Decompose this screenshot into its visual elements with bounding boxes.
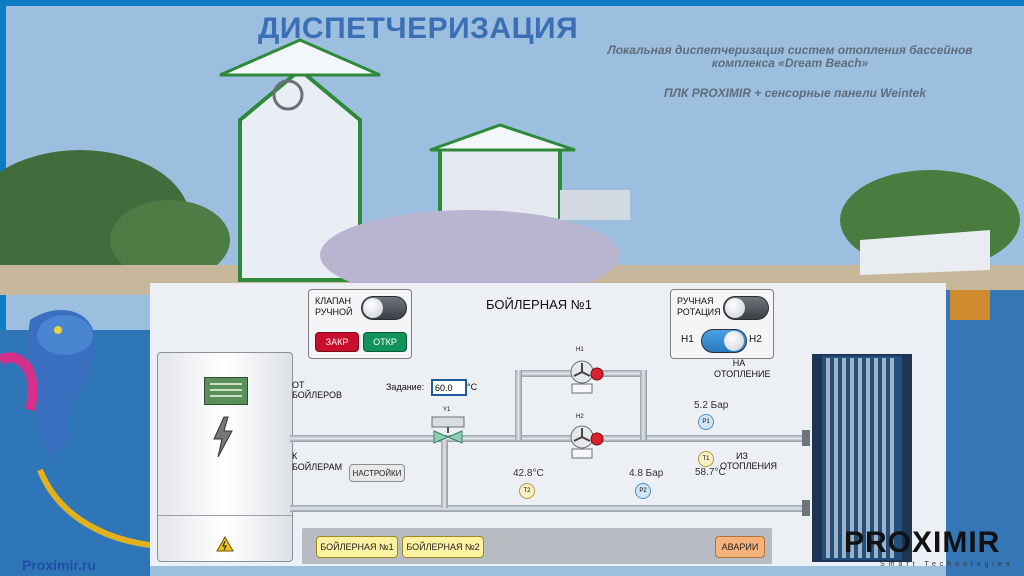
pump1-left-riser bbox=[515, 370, 522, 440]
from-boilers-label: ОТ БОЙЛЕРОВ bbox=[292, 380, 342, 400]
valve-manual-toggle[interactable] bbox=[361, 296, 407, 320]
brand-logo: PROXIMIR bbox=[844, 526, 1001, 559]
settings-button[interactable]: НАСТРОЙКИ bbox=[349, 464, 405, 482]
lightning-icon bbox=[210, 415, 236, 464]
pump-icon[interactable] bbox=[565, 421, 605, 461]
setpoint-input[interactable] bbox=[431, 379, 467, 396]
boiler-base-divider bbox=[158, 515, 292, 516]
rotation-label: РУЧНАЯ РОТАЦИЯ bbox=[677, 296, 721, 317]
return-flange bbox=[802, 500, 810, 516]
boiler-cabinet[interactable] bbox=[157, 352, 293, 562]
pressure-sensor-p1[interactable]: P1 bbox=[698, 414, 714, 430]
bypass-pipe bbox=[441, 440, 448, 508]
rotation-h2-label: Н2 bbox=[749, 334, 762, 345]
pump1-right-riser bbox=[640, 370, 647, 440]
boiler-room-2-button[interactable]: БОЙЛЕРНАЯ №2 bbox=[402, 536, 484, 558]
valve-manual-box: КЛАПАН РУЧНОЙ ЗАКР ОТКР bbox=[308, 289, 412, 359]
site-link[interactable]: Proximir.ru bbox=[22, 557, 96, 573]
valve-tag: Y1 bbox=[443, 407, 451, 413]
plc-line: ПЛК PROXIMIR + сенсорные панели Weintek bbox=[663, 86, 927, 100]
supply-pipe bbox=[290, 435, 810, 442]
rotation-manual-toggle[interactable] bbox=[723, 296, 769, 320]
pump-select-toggle[interactable] bbox=[701, 329, 747, 353]
p1-reading: 5.2 Бар bbox=[694, 400, 729, 411]
valve-open-button[interactable]: ОТКР bbox=[363, 332, 407, 352]
valve-close-button[interactable]: ЗАКР bbox=[315, 332, 359, 352]
boiler-room-1-button[interactable]: БОЙЛЕРНАЯ №1 bbox=[316, 536, 398, 558]
setpoint-label: Задание: bbox=[386, 382, 425, 392]
pump-icon[interactable] bbox=[565, 356, 605, 396]
from-heating-label: ИЗ ОТОПЛЕНИЯ bbox=[720, 451, 777, 471]
to-boilers-label: К БОЙЛЕРАМ bbox=[292, 451, 343, 472]
pressure-sensor-p2[interactable]: P2 bbox=[635, 483, 651, 499]
supply-flange bbox=[802, 430, 810, 446]
page-subtitle: Локальная диспетчеризация систем отоплен… bbox=[607, 43, 973, 70]
boiler-display bbox=[204, 377, 248, 405]
alarms-button[interactable]: АВАРИИ bbox=[715, 536, 765, 558]
page-title: ДИСПЕТЧЕРИЗАЦИЯ bbox=[258, 12, 579, 45]
pump2-tag: Н2 bbox=[576, 414, 584, 420]
rotation-box: РУЧНАЯ РОТАЦИЯ Н1 Н2 bbox=[670, 289, 774, 359]
to-heating-label: НА ОТОПЛЕНИЕ bbox=[714, 358, 771, 379]
rotation-h1-label: Н1 bbox=[681, 334, 694, 345]
t2-reading: 42.8°С bbox=[513, 468, 544, 479]
p2-reading: 4.8 Бар bbox=[629, 468, 664, 479]
t1-reading: 58.7°С bbox=[695, 467, 726, 478]
pump1-tag: Н1 bbox=[576, 347, 584, 353]
temperature-sensor-t2[interactable]: T2 bbox=[519, 483, 535, 499]
setpoint-unit: °С bbox=[467, 382, 478, 392]
warning-icon bbox=[216, 535, 234, 557]
temperature-sensor-t1[interactable]: T1 bbox=[698, 451, 714, 467]
valve-manual-label: КЛАПАН РУЧНОЙ bbox=[315, 296, 353, 317]
brand-tagline: Smart Technologies bbox=[880, 561, 1014, 568]
panel-title: БОЙЛЕРНАЯ №1 bbox=[486, 297, 592, 312]
heat-exchanger-icon[interactable] bbox=[812, 354, 912, 562]
valve-icon[interactable] bbox=[428, 415, 468, 445]
return-pipe bbox=[290, 505, 810, 512]
